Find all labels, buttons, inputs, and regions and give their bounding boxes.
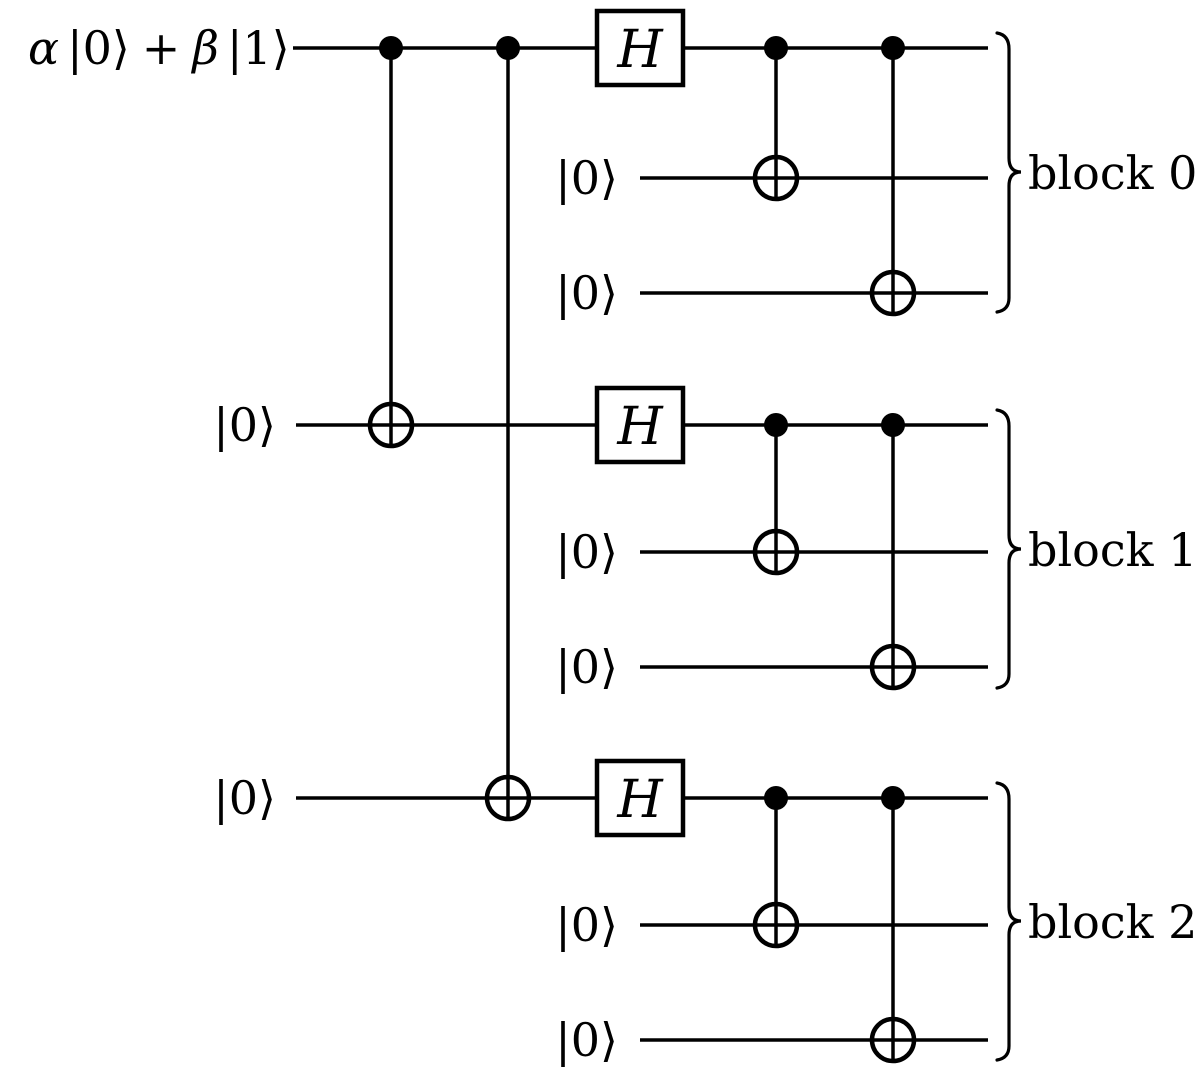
hadamard-label: H xyxy=(616,770,664,830)
cnot-control-dot-icon xyxy=(764,786,788,810)
wire-4-label: |0⟩ xyxy=(555,525,618,579)
hadamard-box xyxy=(594,385,686,465)
block-2-brace-icon xyxy=(995,781,1022,1062)
wires xyxy=(293,46,988,1042)
cnot-target-icon xyxy=(367,401,415,449)
wire-8-label: |0⟩ xyxy=(555,1013,618,1067)
cnot-connectors xyxy=(389,48,895,1061)
hadamard-gate-wire-3: H xyxy=(594,385,686,465)
cnot-control-dot-icon xyxy=(881,413,905,437)
wire-2-label: |0⟩ xyxy=(555,266,618,320)
hadamard-box xyxy=(594,758,686,838)
ket-zero: |0⟩ xyxy=(67,21,130,75)
input-state-label: α|0⟩+β|1⟩ xyxy=(28,21,290,75)
ket-one: |1⟩ xyxy=(227,21,290,75)
hadamard-gate-wire-6: H xyxy=(594,758,686,838)
block-braces xyxy=(995,31,1022,1062)
hadamard-box xyxy=(594,8,686,88)
cnot-target-icon xyxy=(752,901,800,949)
cnot-target-icon xyxy=(484,774,532,822)
cnot-control-dot-icon xyxy=(764,36,788,60)
cnot-target-icon xyxy=(752,528,800,576)
hadamard-label: H xyxy=(616,397,664,457)
cnot-control-dot-icon xyxy=(764,413,788,437)
block-1-brace-icon xyxy=(995,408,1022,690)
cnot-target-icon xyxy=(869,1016,917,1064)
hadamard-gate-wire-0: H xyxy=(594,8,686,88)
cnot-controls xyxy=(379,36,905,810)
cnot-target-icon xyxy=(869,269,917,317)
wire-6-label: |0⟩ xyxy=(213,771,276,825)
cnot-control-dot-icon xyxy=(881,786,905,810)
hadamard-label: H xyxy=(616,20,664,80)
cnot-targets xyxy=(367,154,917,1064)
plus-sign: + xyxy=(142,21,181,75)
cnot-target-icon xyxy=(869,643,917,691)
wire-1-label: |0⟩ xyxy=(555,151,618,205)
block-0-label: block 0 xyxy=(1028,146,1197,200)
beta-symbol: β xyxy=(190,21,219,75)
wire-5-label: |0⟩ xyxy=(555,640,618,694)
alpha-symbol: α xyxy=(28,21,59,75)
wire-3-label: |0⟩ xyxy=(213,398,276,452)
cnot-control-dot-icon xyxy=(881,36,905,60)
cnot-control-dot-icon xyxy=(379,36,403,60)
cnot-control-dot-icon xyxy=(496,36,520,60)
block-2-label: block 2 xyxy=(1028,895,1197,949)
block-0-brace-icon xyxy=(995,31,1022,314)
cnot-target-icon xyxy=(752,154,800,202)
block-1-label: block 1 xyxy=(1028,523,1197,577)
wire-7-label: |0⟩ xyxy=(555,898,618,952)
